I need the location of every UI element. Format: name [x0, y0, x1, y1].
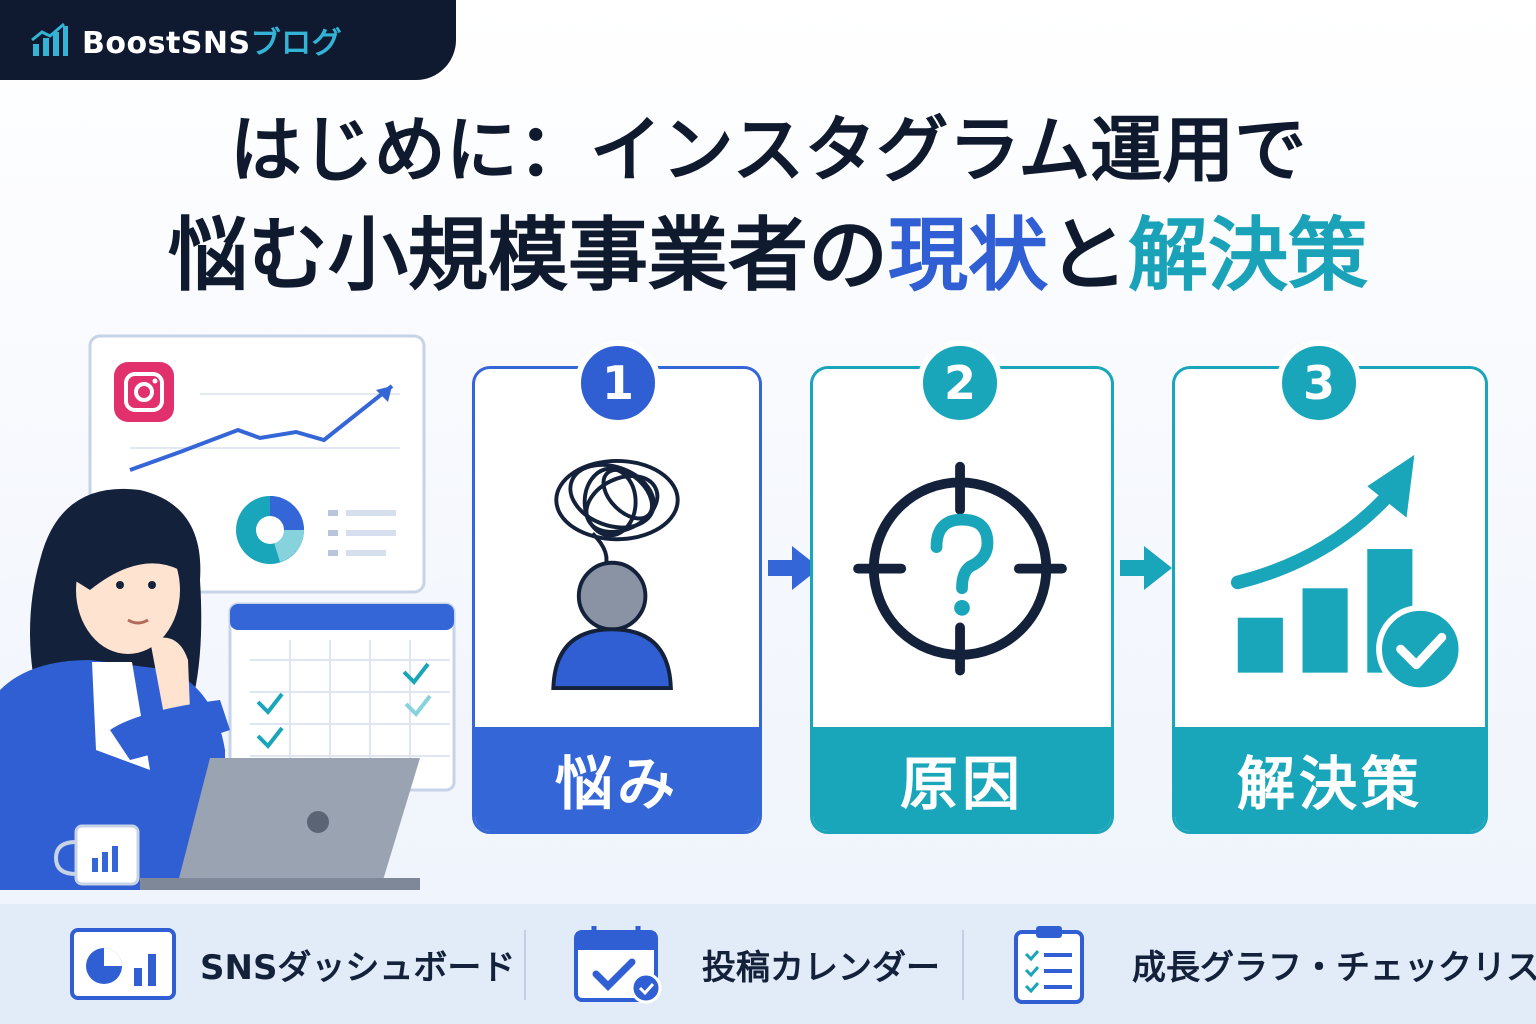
- divider: [962, 930, 964, 1000]
- feature-strip: SNSダッシュボード 投稿カレンダー 成長グラフ・チェックリスト: [0, 904, 1536, 1024]
- feature-growth-checklist[interactable]: 成長グラフ・チェックリスト: [1000, 924, 1536, 1004]
- step-label-cause: 原因: [813, 727, 1111, 831]
- step-number-3: 3: [1276, 340, 1362, 426]
- feature-label-checklist: 成長グラフ・チェックリスト: [1132, 947, 1536, 988]
- laptop-illustration: [140, 758, 420, 890]
- calendar-panel: [228, 602, 456, 792]
- woman-figure: [0, 488, 230, 890]
- calendar-check-icon: [574, 926, 662, 1004]
- brand-name-main: BoostSNS: [82, 26, 251, 61]
- step-label-worry: 悩み: [475, 727, 759, 831]
- feature-label-calendar: 投稿カレンダー: [702, 947, 940, 988]
- title-highlight-solution: 解決策: [1128, 209, 1368, 302]
- page-title-line2: 悩む小規模事業者の現状と解決策: [0, 208, 1536, 304]
- mug-illustration: [53, 824, 140, 886]
- step-card-solution[interactable]: 解決策: [1172, 366, 1488, 834]
- title-prefix: 悩む小規模事業者の: [168, 209, 888, 302]
- step-card-worry[interactable]: 悩み: [472, 366, 762, 834]
- step-number-1: 1: [575, 340, 661, 426]
- woman-at-laptop-illustration: [0, 334, 456, 890]
- feature-label-dashboard: SNSダッシュボード: [200, 947, 516, 988]
- brand-name: BoostSNSブログ: [82, 18, 342, 62]
- bar-chart-growth-icon: [31, 22, 68, 56]
- step-card-cause[interactable]: 原因: [810, 366, 1114, 834]
- step-label-solution: 解決策: [1175, 727, 1485, 831]
- arrow-right-icon: [1120, 546, 1172, 590]
- title-connector: と: [1048, 209, 1128, 302]
- feature-post-calendar[interactable]: 投稿カレンダー: [570, 924, 940, 1004]
- tangled-thought-person-icon: [551, 458, 680, 691]
- target-question-icon: [853, 461, 1067, 676]
- dashboard-icon: [70, 928, 176, 1000]
- step-number-2: 2: [917, 340, 1003, 426]
- feature-sns-dashboard[interactable]: SNSダッシュボード: [68, 924, 515, 1004]
- brand-name-suffix: ブログ: [250, 26, 343, 61]
- brand-badge[interactable]: BoostSNSブログ: [0, 0, 456, 80]
- growth-chart-check-icon: [1230, 454, 1465, 694]
- page-title-line1: はじめに：インスタグラム運用で: [229, 108, 1307, 192]
- title-highlight-current-state: 現状: [888, 209, 1048, 302]
- divider: [524, 930, 526, 1000]
- checklist-clipboard-icon: [1014, 926, 1084, 1004]
- arrow-right-icon: [768, 546, 820, 590]
